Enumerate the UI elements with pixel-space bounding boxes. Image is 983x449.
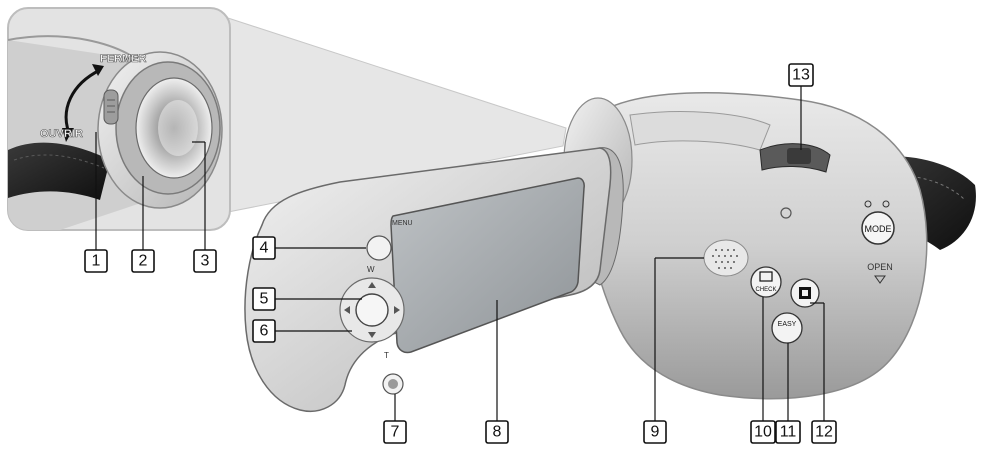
callout-11-label: 11	[780, 424, 797, 441]
lcd-screen	[390, 177, 585, 354]
mode-label: MODE	[865, 224, 892, 234]
callout-9-label: 9	[651, 424, 660, 441]
mode-indicator-photo	[882, 200, 890, 208]
t-label: T	[384, 351, 389, 360]
callout-13-label: 13	[792, 67, 810, 84]
callout-8: 8	[485, 420, 509, 444]
open-label: OPEN	[867, 262, 893, 272]
power-button[interactable]	[382, 373, 404, 395]
callout-3-label: 3	[201, 253, 210, 270]
callout-10-label: 10	[754, 424, 772, 441]
inset-open-label: OUVRIR	[40, 128, 83, 140]
callout-6: 6	[252, 319, 276, 343]
callout-2: 2	[131, 249, 155, 273]
menu-label: MENU	[392, 220, 413, 227]
speaker-grille	[703, 239, 749, 277]
leader-lines	[95, 86, 825, 421]
callout-6-label: 6	[260, 323, 269, 340]
callout-1-label: 1	[92, 253, 101, 270]
mode-button[interactable]: MODE	[861, 211, 895, 245]
callout-1: 1	[84, 249, 108, 273]
check-label: CHECK	[755, 287, 776, 293]
callout-13: 13	[788, 63, 814, 87]
lens-cover-inset: FERMER OUVRIR	[7, 7, 231, 231]
callout-7: 7	[383, 420, 407, 444]
inset-close-label: FERMER	[100, 53, 147, 65]
w-label: W	[367, 265, 375, 274]
callout-4-label: 4	[260, 240, 269, 257]
callout-5-label: 5	[260, 291, 269, 308]
callout-2-label: 2	[139, 253, 148, 270]
zoom-lever[interactable]	[759, 143, 831, 173]
callout-12: 12	[811, 420, 837, 444]
display-check-button[interactable]: CHECK	[750, 266, 782, 298]
easy-label: EASY	[778, 321, 797, 328]
easy-q-button[interactable]: EASY	[771, 312, 803, 344]
joystick-control[interactable]: W T	[339, 265, 405, 360]
callout-9: 9	[643, 420, 667, 444]
menu-button[interactable]: MENU	[366, 220, 413, 261]
callout-4: 4	[252, 236, 276, 260]
callout-10: 10	[750, 420, 776, 444]
camcorder: MODE OPEN CHECK EASY	[244, 91, 976, 412]
open-close-arrow-icon	[64, 68, 101, 131]
callout-12-label: 12	[815, 424, 833, 441]
callout-8-label: 8	[493, 424, 502, 441]
camera-body	[584, 91, 928, 400]
photo-button[interactable]	[790, 278, 820, 308]
callout-7-label: 7	[391, 424, 400, 441]
mode-indicator-movie	[864, 200, 872, 208]
callout-3: 3	[193, 249, 217, 273]
open-arrow-icon	[874, 275, 886, 284]
callout-11: 11	[775, 420, 801, 444]
callout-5: 5	[252, 287, 276, 311]
